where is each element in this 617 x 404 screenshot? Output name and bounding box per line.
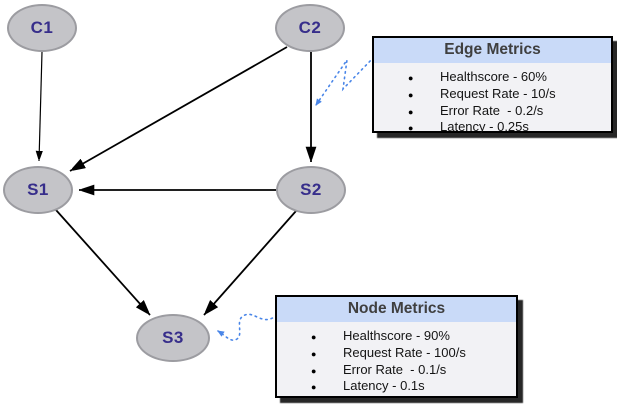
- node-s3: S3: [136, 314, 210, 362]
- edge-c1-s1: [39, 51, 42, 162]
- node-metric-request-rate: Request Rate - 100/s: [277, 345, 516, 363]
- node-s2: S2: [276, 166, 346, 214]
- edge-metrics-box: Edge Metrics Healthscore - 60% Request R…: [372, 36, 613, 137]
- node-c2-label: C2: [298, 18, 322, 37]
- node-metrics-title: Node Metrics: [277, 297, 516, 322]
- edge-metrics-list: Healthscore - 60% Request Rate - 10/s Er…: [374, 69, 611, 137]
- node-s2-label: S2: [300, 180, 322, 199]
- edge-metric-request-rate: Request Rate - 10/s: [374, 86, 611, 104]
- node-s1: S1: [3, 166, 73, 214]
- edge-metrics-callout-arrow: [315, 56, 375, 106]
- node-metrics-callout-arrow: [217, 313, 278, 341]
- edge-s1-s3: [55, 209, 151, 315]
- node-metrics-list: Healthscore - 90% Request Rate - 100/s E…: [277, 328, 516, 396]
- edge-metric-latency: Latency - 0.25s: [374, 119, 611, 137]
- node-c2: C2: [275, 4, 345, 52]
- node-metric-error-rate: Error Rate - 0.1/s: [277, 362, 516, 380]
- node-metric-healthscore: Healthscore - 90%: [277, 328, 516, 346]
- node-s1-label: S1: [27, 180, 49, 199]
- edge-metrics-title: Edge Metrics: [374, 38, 611, 63]
- edge-metric-healthscore: Healthscore - 60%: [374, 69, 611, 87]
- node-metrics-box: Node Metrics Healthscore - 90% Request R…: [275, 295, 518, 398]
- edge-c2-s1: [69, 46, 288, 172]
- node-c1-label: C1: [30, 18, 54, 37]
- node-c1: C1: [7, 4, 77, 52]
- node-s3-label: S3: [162, 328, 184, 347]
- edge-metric-error-rate: Error Rate - 0.2/s: [374, 103, 611, 121]
- edge-s2-s3: [203, 210, 297, 315]
- node-metric-latency: Latency - 0.1s: [277, 378, 516, 396]
